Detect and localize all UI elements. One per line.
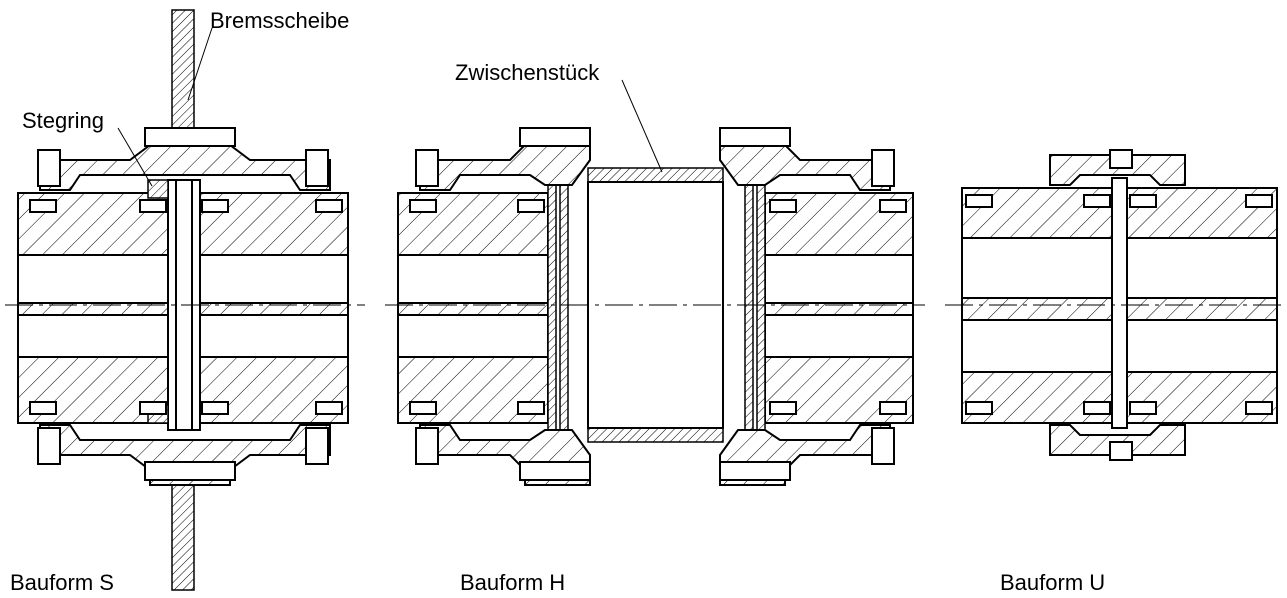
web-ring (147, 179, 169, 199)
spacer-tube (587, 167, 724, 183)
caption-form-s: Bauform S (10, 570, 114, 595)
caption-form-h: Bauform H (460, 570, 565, 595)
coupling-form-s (17, 9, 349, 591)
right-hub (199, 192, 349, 424)
label-brake-disc: Bremsscheibe (210, 8, 349, 33)
coupling-form-h (397, 127, 914, 486)
right-hub (764, 192, 914, 424)
left-hub (397, 192, 549, 424)
label-spacer: Zwischenstück (455, 60, 600, 85)
caption-form-u: Bauform U (1000, 570, 1105, 595)
left-hub (17, 192, 169, 424)
label-web-ring: Stegring (22, 108, 104, 133)
